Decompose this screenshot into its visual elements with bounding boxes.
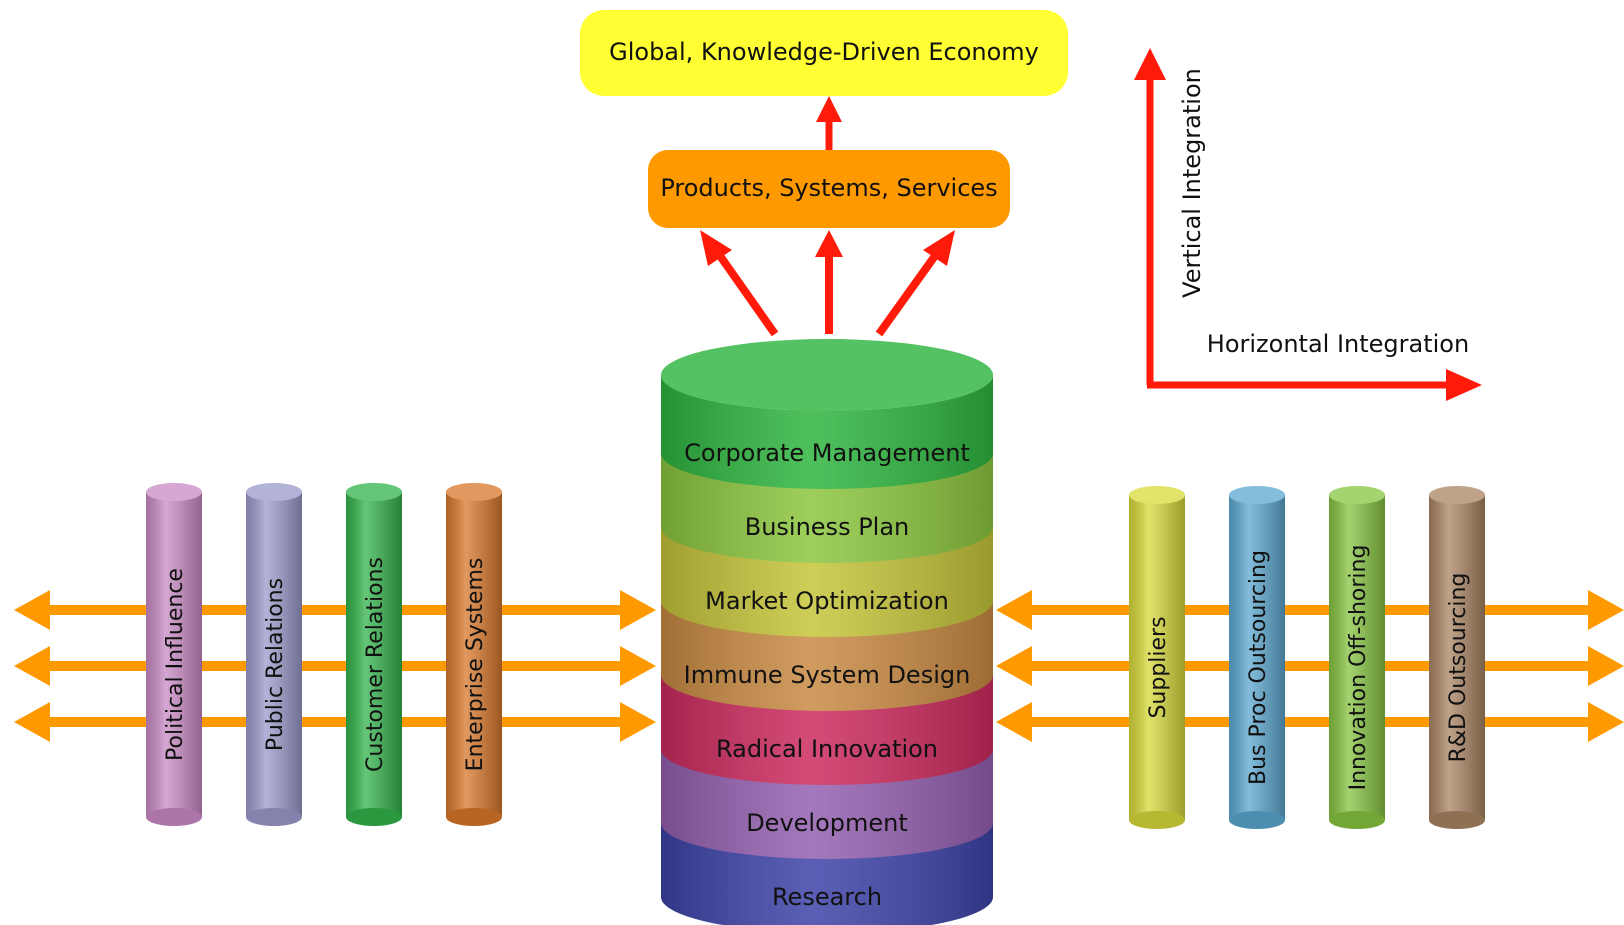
right-pillar-bus-proc-outsourcing-cap: [1229, 486, 1285, 504]
left-pillar-enterprise-systems-label: Enterprise Systems: [463, 558, 488, 772]
stack-layer-corporate-management-label: Corporate Management: [684, 439, 970, 467]
left-pillar-political-influence-shading: [146, 492, 202, 817]
right-pillar-r-d-outsourcing-cap: [1429, 486, 1485, 504]
right-pillar-innovation-off-shoring-base: [1329, 811, 1385, 829]
right-pillar-bus-proc-outsourcing-label: Bus Proc Outsourcing: [1246, 550, 1271, 785]
right-pillar-innovation-off-shoring: Innovation Off-shoring: [1329, 486, 1385, 829]
left-double-arrow-1: [14, 590, 656, 630]
left-pillar-enterprise-systems-shading: [446, 492, 502, 817]
left-pillar-public-relations-label: Public Relations: [263, 578, 288, 751]
stack-layer-radical-innovation-label: Radical Innovation: [716, 735, 938, 763]
economy-label: Global, Knowledge-Driven Economy: [609, 38, 1039, 66]
right-pillar-suppliers-base: [1129, 811, 1185, 829]
right-pillars: Suppliers Bus Proc Outsourcing Innovation …: [1129, 486, 1485, 829]
stack-layer-development-label: Development: [746, 809, 908, 837]
right-pillar-r-d-outsourcing-base: [1429, 811, 1485, 829]
stack-layer-radical-innovation-shading: [661, 667, 993, 785]
right-pillar-bus-proc-outsourcing: Bus Proc Outsourcing: [1229, 486, 1285, 829]
left-pillar-political-influence-label: Political Influence: [163, 568, 188, 761]
left-pillar-enterprise-systems-base: [446, 808, 502, 826]
layer-stack: Research Development Radical Innovation Imm…: [661, 339, 993, 925]
left-pillar-customer-relations-label: Customer Relations: [363, 557, 388, 772]
stack-to-products-arrows: [700, 230, 955, 337]
stack-layer-immune-system-design-shading: [661, 593, 993, 711]
stack-layer-business-plan-shading: [661, 445, 993, 563]
side-arrows: [14, 590, 1624, 742]
products-box: Products, Systems, Services: [648, 150, 1010, 228]
left-pillar-public-relations-shading: [246, 492, 302, 817]
right-pillar-r-d-outsourcing-label: R&D Outsourcing: [1446, 573, 1471, 763]
right-double-arrow-1: [996, 590, 1624, 630]
stack-layer-market-optimization-shading: [661, 519, 993, 637]
right-double-arrow-3: [996, 702, 1624, 742]
products-box-shape: [648, 150, 1010, 228]
right-pillar-suppliers-label: Suppliers: [1146, 616, 1171, 718]
mid-to-top-arrow: [816, 96, 842, 150]
left-pillar-public-relations-cap: [246, 483, 302, 501]
left-pillar-political-influence: Political Influence: [146, 483, 202, 826]
vertical-axis-arrowhead: [1134, 48, 1166, 80]
left-pillar-political-influence-base: [146, 808, 202, 826]
stack-layer-research-shading: [661, 815, 993, 925]
stack-layer-corporate-management-top: [661, 339, 993, 411]
stack-layer-development-shading: [661, 741, 993, 859]
stack-layer-market-optimization-label: Market Optimization: [705, 587, 949, 615]
right-pillar-r-d-outsourcing: R&D Outsourcing: [1429, 486, 1485, 829]
stack-layer-research-label: Research: [772, 883, 882, 911]
left-pillar-customer-relations: Customer Relations: [346, 483, 402, 826]
left-pillar-political-influence-cap: [146, 483, 202, 501]
stack-layer-corporate-management: Corporate Management: [661, 339, 993, 489]
economy-box: Global, Knowledge-Driven Economy: [580, 10, 1068, 96]
horizontal-integration-label: Horizontal Integration: [1207, 330, 1469, 358]
left-pillar-enterprise-systems-cap: [446, 483, 502, 501]
left-pillar-enterprise-systems: Enterprise Systems: [446, 483, 502, 826]
products-label: Products, Systems, Services: [660, 174, 997, 202]
right-pillar-bus-proc-outsourcing-shading: [1229, 495, 1285, 820]
left-pillar-customer-relations-cap: [346, 483, 402, 501]
right-pillar-suppliers: Suppliers: [1129, 486, 1185, 829]
integration-axes: Vertical Integration Horizontal Integrat…: [1134, 48, 1482, 401]
left-double-arrow-3: [14, 702, 656, 742]
vertical-integration-label: Vertical Integration: [1178, 68, 1206, 298]
stack-layer-immune-system-design-label: Immune System Design: [684, 661, 971, 689]
left-pillar-customer-relations-base: [346, 808, 402, 826]
right-pillar-r-d-outsourcing-shading: [1429, 495, 1485, 820]
horizontal-axis-arrowhead: [1446, 369, 1482, 401]
right-pillar-innovation-off-shoring-cap: [1329, 486, 1385, 504]
right-pillar-suppliers-cap: [1129, 486, 1185, 504]
right-double-arrow-2: [996, 646, 1624, 686]
left-pillar-public-relations-base: [246, 808, 302, 826]
right-pillar-innovation-off-shoring-shading: [1329, 495, 1385, 820]
economy-box-shape: [580, 10, 1068, 96]
right-pillar-suppliers-shading: [1129, 495, 1185, 820]
right-pillar-bus-proc-outsourcing-base: [1229, 811, 1285, 829]
left-pillar-customer-relations-shading: [346, 492, 402, 817]
right-pillar-innovation-off-shoring-label: Innovation Off-shoring: [1346, 545, 1371, 791]
left-pillar-public-relations: Public Relations: [246, 483, 302, 826]
stack-layer-business-plan-label: Business Plan: [745, 513, 910, 541]
stack-layer-corporate-management-shading: [661, 375, 993, 489]
left-double-arrow-2: [14, 646, 656, 686]
left-pillars: Political Influence Public Relations Custo…: [146, 483, 502, 826]
